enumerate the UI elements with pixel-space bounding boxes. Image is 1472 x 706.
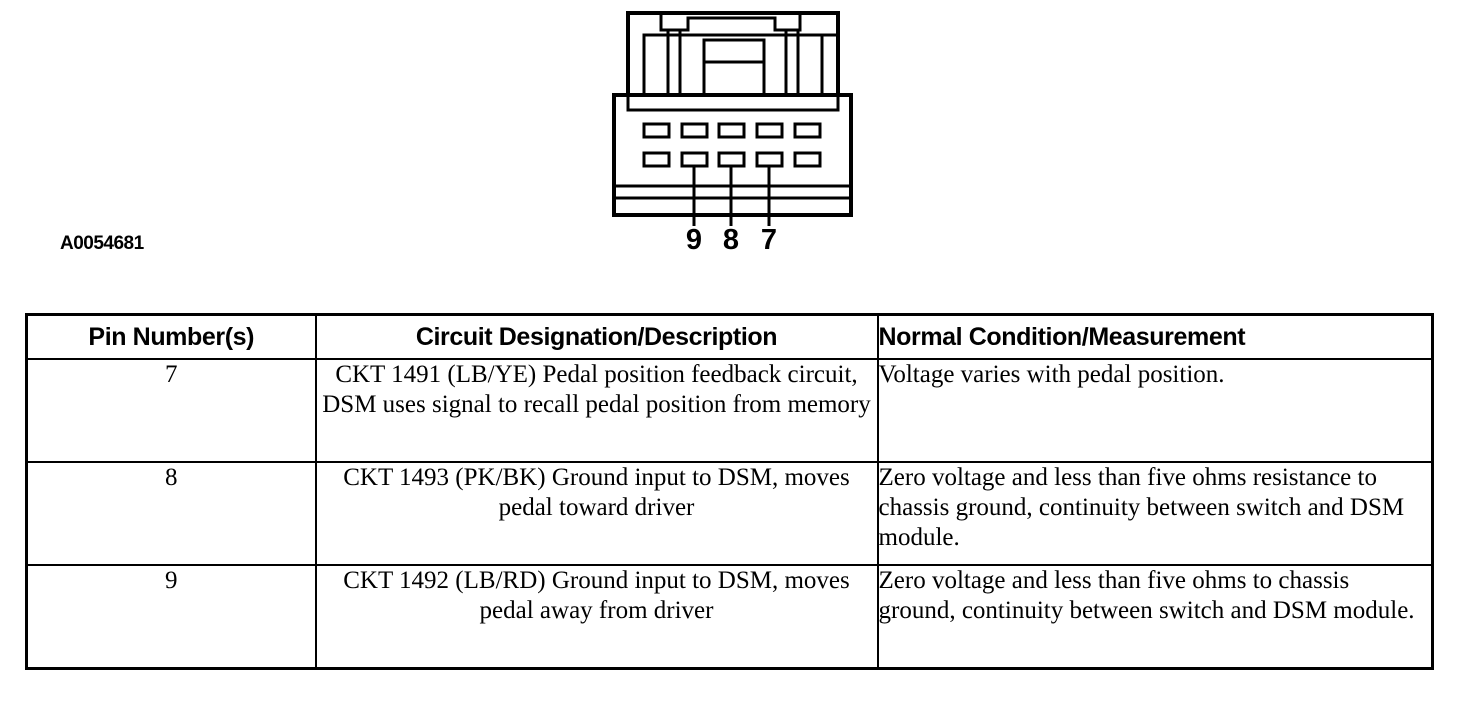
pin-cavities-bottom-row	[642, 151, 822, 168]
pin-spec-table: Pin Number(s) Circuit Designation/Descri…	[25, 313, 1434, 670]
pin-number-cell: 8	[25, 460, 317, 566]
header-normal-condition: Normal Condition/Measurement	[876, 313, 1434, 360]
measurement-cell: Zero voltage and less than five ohms to …	[876, 563, 1434, 670]
pin-label-7: 7	[760, 224, 778, 256]
figure-id: A0054681	[60, 233, 144, 254]
measurement-cell: Voltage varies with pedal position.	[876, 358, 1434, 463]
pin-label-9: 9	[685, 224, 703, 256]
pin-label-8: 8	[722, 224, 740, 256]
header-pin-number: Pin Number(s)	[25, 313, 317, 360]
table-row: 8 CKT 1493 (PK/BK) Ground input to DSM, …	[25, 460, 1434, 566]
circuit-description-cell: CKT 1491 (LB/YE) Pedal position feedback…	[314, 358, 879, 463]
pin-number-cell: 9	[25, 563, 317, 670]
measurement-cell: Zero voltage and less than five ohms res…	[876, 460, 1434, 566]
circuit-description-cell: CKT 1492 (LB/RD) Ground input to DSM, mo…	[314, 563, 879, 670]
table-header-row: Pin Number(s) Circuit Designation/Descri…	[25, 313, 1434, 360]
table-row: 7 CKT 1491 (LB/YE) Pedal position feedba…	[25, 358, 1434, 463]
table-row: 9 CKT 1492 (LB/RD) Ground input to DSM, …	[25, 563, 1434, 670]
pin-number-cell: 7	[25, 358, 317, 463]
connector-diagram	[612, 11, 853, 226]
pin-cavities-top-row	[642, 122, 822, 139]
connector-housing-top	[626, 11, 840, 97]
circuit-description-cell: CKT 1493 (PK/BK) Ground input to DSM, mo…	[314, 460, 879, 566]
header-circuit-description: Circuit Designation/Description	[314, 313, 879, 360]
pin-leader-lines	[692, 166, 771, 226]
